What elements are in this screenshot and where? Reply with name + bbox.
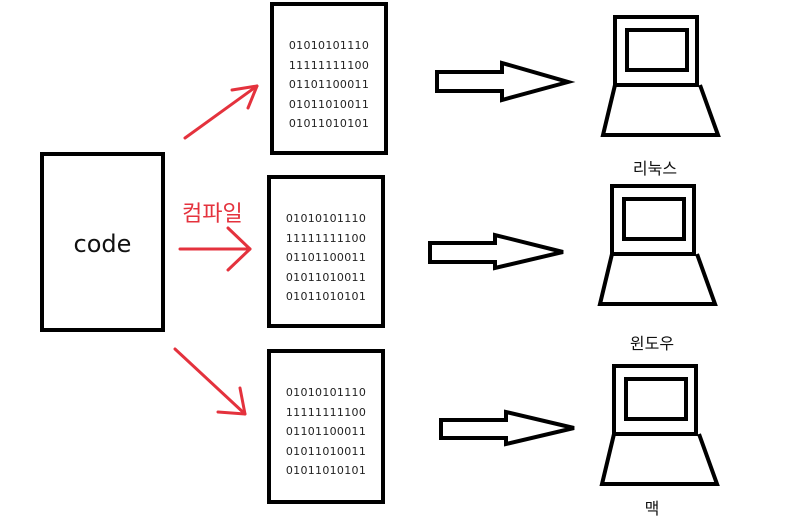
os-label-windows: 윈도우	[629, 334, 675, 353]
binary-lines: 01010101110 11111111100 01101100011 0101…	[274, 36, 384, 134]
os-label-mac: 맥	[644, 499, 660, 518]
binary-line: 01101100011	[285, 425, 367, 438]
binary-line: 01010101110	[288, 39, 370, 52]
binary-line: 01011010101	[285, 290, 367, 303]
binary-line: 01011010011	[285, 270, 367, 284]
computer-icon-linux	[600, 15, 721, 137]
red-arrow-right	[178, 226, 252, 272]
source-code-box: code	[40, 152, 165, 332]
binary-line: 11111111100	[285, 231, 367, 245]
hollow-arrow-mac	[439, 409, 575, 447]
os-label-linux: 리눅스	[632, 159, 678, 178]
binary-line: 01010101110	[285, 386, 367, 399]
binary-box-linux: 01010101110 11111111100 01101100011 0101…	[270, 2, 388, 155]
computer-icon-mac	[599, 364, 720, 486]
binary-line: 01011010101	[285, 464, 367, 477]
binary-lines: 01010101110 11111111100 01101100011 0101…	[271, 383, 381, 481]
computer-icon-windows	[597, 184, 718, 306]
binary-line: 11111111100	[285, 405, 367, 419]
red-arrow-up	[183, 84, 259, 140]
binary-line: 01010101110	[285, 212, 367, 225]
binary-line: 01101100011	[288, 78, 370, 91]
red-arrow-down	[173, 347, 247, 416]
binary-line: 01101100011	[285, 251, 367, 264]
binary-line: 01011010011	[288, 97, 370, 111]
compile-label: 컴파일	[182, 202, 243, 227]
binary-box-mac: 01010101110 11111111100 01101100011 0101…	[267, 349, 385, 504]
binary-box-windows: 01010101110 11111111100 01101100011 0101…	[267, 175, 385, 328]
binary-line: 01011010011	[285, 444, 367, 458]
code-label: code	[73, 230, 132, 258]
binary-line: 11111111100	[288, 58, 370, 72]
binary-line: 01011010101	[288, 117, 370, 130]
hollow-arrow-windows	[428, 232, 564, 271]
hollow-arrow-linux	[435, 60, 576, 103]
binary-lines: 01010101110 11111111100 01101100011 0101…	[271, 209, 381, 307]
